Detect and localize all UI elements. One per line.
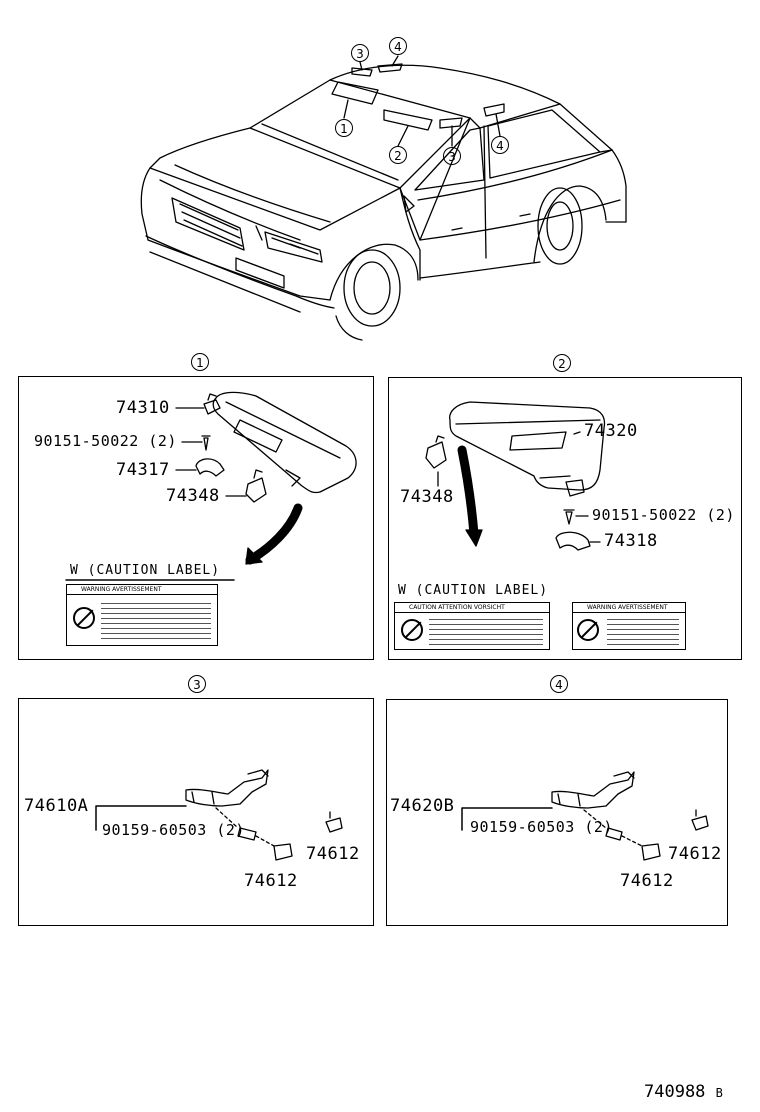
- document-suffix: B: [715, 1086, 723, 1100]
- overview-callout-2: 2: [389, 146, 407, 164]
- part-90159-60503-left: 90159-60503 (2): [102, 821, 245, 839]
- part-74612-right-b: 74612: [668, 844, 722, 864]
- caution-label-left: WARNING AVERTISSEMENT: [66, 584, 218, 646]
- part-74610a: 74610A: [24, 796, 89, 816]
- panel-3-ref: 3: [188, 675, 206, 693]
- caution-label-right-a: CAUTION ATTENTION VORSICHT: [394, 602, 550, 650]
- panel-2-ref: 2: [553, 354, 571, 372]
- panel-4-ref: 4: [550, 675, 568, 693]
- overview-callout-3b: 3: [443, 147, 461, 165]
- overview-callout-3a: 3: [351, 44, 369, 62]
- caution-label-caption-right: W (CAUTION LABEL): [398, 583, 549, 598]
- caution-label-right-b: WARNING AVERTISSEMENT: [572, 602, 686, 650]
- part-74317: 74317: [116, 460, 170, 480]
- part-74620b: 74620B: [390, 796, 455, 816]
- no-smoking-icon: [73, 607, 95, 629]
- part-74348-right: 74348: [400, 487, 454, 507]
- caution-label-right-b-header: WARNING AVERTISSEMENT: [573, 603, 685, 613]
- part-90151-50022-right: 90151-50022 (2): [592, 506, 735, 524]
- panel-3: [18, 698, 374, 926]
- panel-1-ref: 1: [191, 353, 209, 371]
- caution-label-caption-left: W (CAUTION LABEL): [70, 563, 221, 578]
- part-74310: 74310: [116, 398, 170, 418]
- document-id: 740988 B: [644, 1082, 723, 1102]
- car-overview-drawing: [140, 55, 627, 341]
- part-74612-left-a: 74612: [244, 871, 298, 891]
- part-90151-50022-left: 90151-50022 (2): [34, 432, 177, 450]
- visor-right-drawing: [425, 401, 606, 551]
- no-smoking-icon: [577, 619, 599, 641]
- overview-callout-4a: 4: [389, 37, 407, 55]
- part-74612-left-b: 74612: [306, 844, 360, 864]
- panel-1: [18, 376, 374, 660]
- part-74318: 74318: [604, 531, 658, 551]
- part-90159-60503-right: 90159-60503 (2): [470, 818, 613, 836]
- caution-label-left-header: WARNING AVERTISSEMENT: [67, 585, 217, 595]
- document-number: 740988: [644, 1082, 706, 1102]
- overview-callout-1: 1: [335, 119, 353, 137]
- no-smoking-icon: [401, 619, 423, 641]
- caution-label-right-a-header: CAUTION ATTENTION VORSICHT: [395, 603, 549, 613]
- part-74348-left: 74348: [166, 486, 220, 506]
- panel-4: [386, 699, 728, 926]
- panel-2: [388, 377, 742, 660]
- assist-grip-left-drawing: [95, 769, 343, 861]
- assist-grip-right-drawing: [461, 771, 709, 861]
- part-74320: 74320: [584, 421, 638, 441]
- part-74612-right-a: 74612: [620, 871, 674, 891]
- visor-left-drawing: [65, 391, 357, 581]
- overview-callout-4b: 4: [491, 136, 509, 154]
